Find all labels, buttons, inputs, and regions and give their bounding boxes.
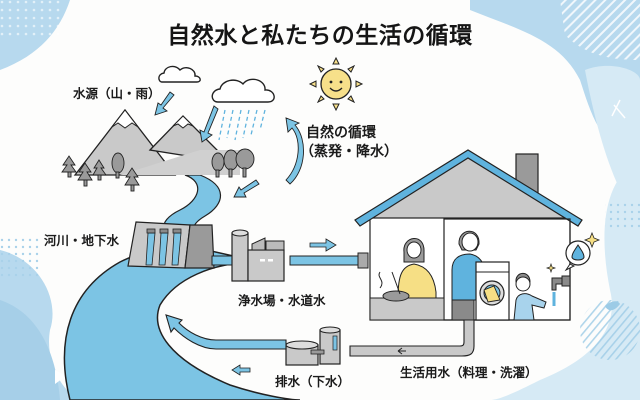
person-child — [513, 272, 547, 321]
label-river-groundwater: 河川・地下水 — [44, 233, 120, 248]
label-water-source: 水源（山・雨） — [73, 86, 161, 101]
drain-pipe — [349, 319, 475, 357]
dam-icon — [127, 221, 215, 269]
arrow-icon — [309, 238, 337, 252]
water-drop-icon — [545, 231, 601, 274]
sewage-tank-icon — [285, 326, 341, 366]
label-purification: 浄水場・水道水 — [238, 293, 326, 308]
page-title: 自然水と私たちの生活の循環 — [167, 23, 473, 49]
river — [63, 174, 301, 400]
label-natural-cycle-line1: 自然の循環 — [306, 125, 376, 141]
person-cooking — [378, 238, 437, 302]
forest-trees — [211, 148, 255, 178]
trees — [61, 152, 140, 192]
sun-icon — [308, 56, 364, 112]
label-household-water: 生活用水（料理・洗濯） — [400, 365, 538, 380]
water-treatment-plant-icon — [231, 229, 285, 282]
faucet-icon — [551, 275, 571, 306]
washing-machine-icon — [475, 261, 510, 321]
label-drainage: 排水（下水） — [275, 374, 351, 389]
mountains — [73, 108, 240, 176]
rain-cloud-icon — [211, 78, 275, 141]
return-pipe — [165, 314, 287, 376]
cloud-icon — [158, 65, 201, 83]
label-natural-cycle: 自然の循環 （蒸発・降水） — [300, 124, 398, 162]
arrow-icon — [154, 91, 304, 198]
label-natural-cycle-line2: （蒸発・降水） — [300, 144, 398, 160]
